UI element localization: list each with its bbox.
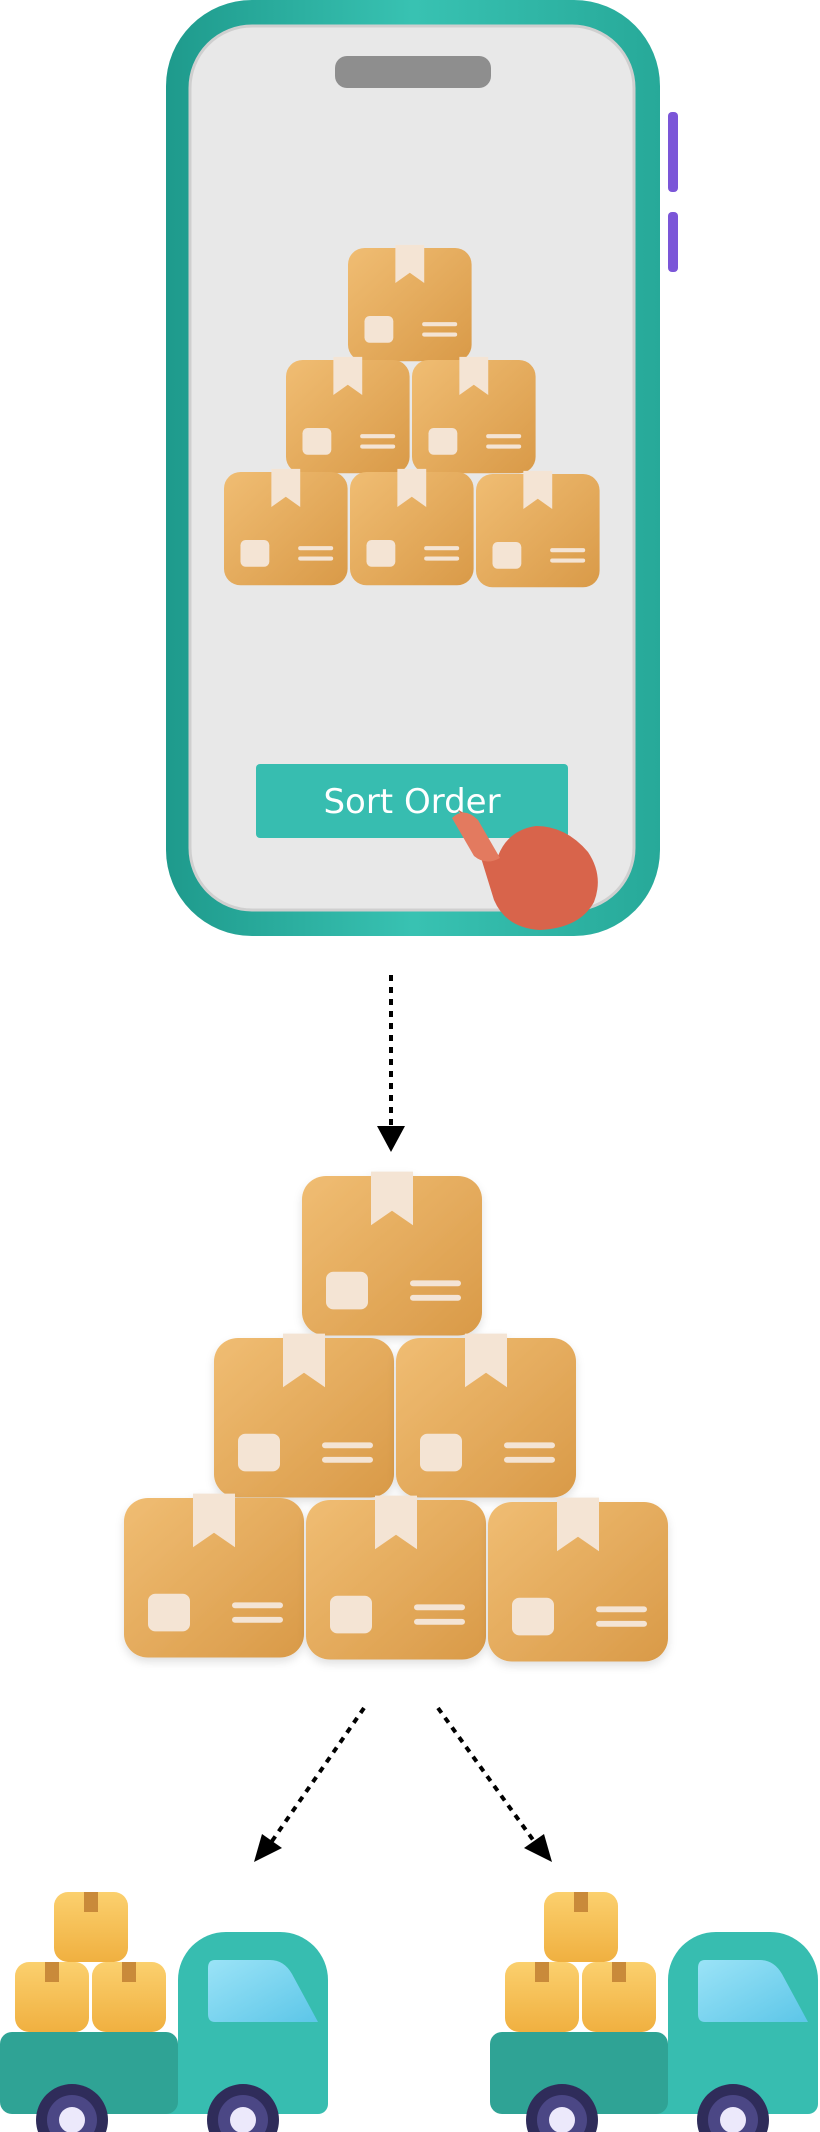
arrow-to-left-truck — [254, 1706, 366, 1862]
package-box-icon — [350, 468, 474, 586]
phone-speaker-notch — [335, 56, 491, 88]
arrow-to-right-truck — [436, 1706, 552, 1862]
sort-order-button[interactable]: Sort Order — [256, 764, 568, 838]
delivery-truck-icon — [490, 1892, 818, 2132]
sorted-box-pyramid — [124, 1171, 668, 1662]
package-box-icon — [214, 1333, 394, 1498]
arrow-down — [377, 975, 405, 1152]
package-box-icon — [306, 1495, 486, 1660]
package-box-icon — [476, 470, 600, 588]
package-box-icon — [224, 468, 348, 586]
volume-button-up — [668, 112, 678, 192]
smartphone: Sort Order — [166, 0, 678, 936]
package-box-icon — [302, 1171, 482, 1336]
hand-pointer-icon — [452, 810, 598, 930]
volume-button-down — [668, 212, 678, 272]
package-box-icon — [396, 1333, 576, 1498]
package-box-icon — [488, 1497, 668, 1662]
package-box-icon — [124, 1493, 304, 1658]
package-box-icon — [348, 244, 472, 362]
package-box-icon — [286, 356, 410, 474]
delivery-truck-icon — [0, 1892, 328, 2132]
phone-screen — [188, 24, 636, 912]
package-box-icon — [412, 356, 536, 474]
sort-order-button-label: Sort Order — [323, 782, 500, 822]
